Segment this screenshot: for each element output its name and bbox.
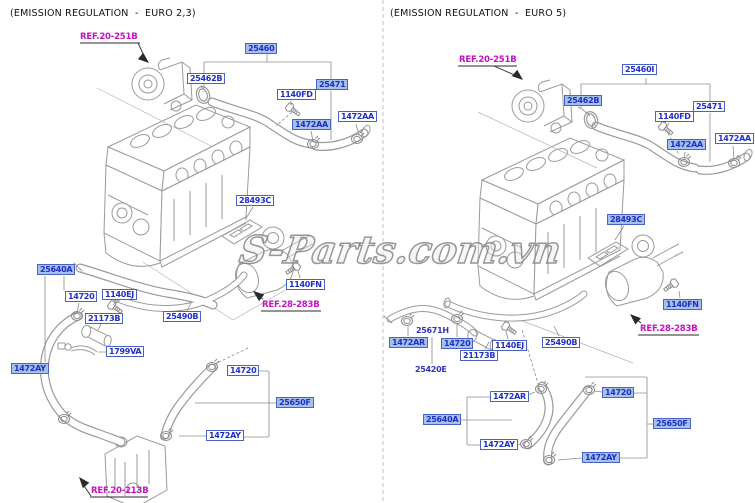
watermark: S-Parts.com.vn bbox=[236, 226, 564, 273]
part-label-1140ej-r[interactable]: 1140EJ bbox=[492, 340, 527, 351]
part-label-25420e[interactable]: 25420E bbox=[415, 365, 447, 374]
part-label-14720-1[interactable]: 14720 bbox=[65, 291, 98, 302]
part-label-25460[interactable]: 25460 bbox=[245, 43, 278, 54]
ref-label-20-251b-left[interactable]: REF.20-251B bbox=[80, 32, 138, 42]
part-label-14720-r1[interactable]: 14720 bbox=[441, 338, 474, 349]
part-label-25640a[interactable]: 25640A bbox=[37, 264, 76, 275]
part-label-25650f[interactable]: 25650F bbox=[276, 397, 314, 408]
part-label-1140fd-r[interactable]: 1140FD bbox=[655, 111, 694, 122]
section-lines-left bbox=[96, 87, 297, 321]
part-label-1472aa-2[interactable]: 1472AA bbox=[338, 111, 377, 122]
part-label-1472ay-1[interactable]: 1472AY bbox=[11, 363, 49, 374]
hoses-left bbox=[39, 97, 371, 447]
ref-arrows-right bbox=[458, 65, 699, 336]
part-label-1472ay-r1[interactable]: 1472AY bbox=[480, 439, 518, 450]
part-label-1140ej[interactable]: 1140EJ bbox=[102, 289, 137, 300]
part-label-1472aa-1[interactable]: 1472AA bbox=[292, 119, 331, 130]
part-label-21173b-r[interactable]: 21173B bbox=[460, 350, 499, 361]
part-label-25471[interactable]: 25471 bbox=[316, 79, 349, 90]
part-label-25471-r[interactable]: 25471 bbox=[693, 101, 726, 112]
part-label-14720-2[interactable]: 14720 bbox=[227, 365, 260, 376]
part-label-25650f-r[interactable]: 25650F bbox=[653, 418, 691, 429]
ref-label-28-283b-right[interactable]: REF.28-283B bbox=[640, 324, 698, 334]
panel-title-euro5: (EMISSION REGULATION - EURO 5) bbox=[390, 8, 567, 19]
part-label-28493c-r[interactable]: 28493C bbox=[607, 214, 645, 225]
hoses-right bbox=[383, 121, 753, 466]
part-label-1140fn-r[interactable]: 1140FN bbox=[663, 299, 702, 310]
part-label-1472ar-2[interactable]: 1472AR bbox=[490, 391, 529, 402]
ref-label-20-251b-right[interactable]: REF.20-251B bbox=[459, 55, 517, 65]
part-label-25462b-r[interactable]: 25462B bbox=[564, 95, 603, 106]
panel-title-euro23: (EMISSION REGULATION - EURO 2,3) bbox=[10, 8, 196, 19]
part-label-25671h[interactable]: 25671H bbox=[416, 326, 449, 335]
part-label-25490b[interactable]: 25490B bbox=[163, 311, 202, 322]
part-label-1799va[interactable]: 1799VA bbox=[106, 346, 145, 357]
part-label-1472aa-r2[interactable]: 1472AA bbox=[715, 133, 754, 144]
part-label-25640a-r[interactable]: 25640A bbox=[423, 414, 462, 425]
part-label-1472aa-r1[interactable]: 1472AA bbox=[667, 139, 706, 150]
part-label-1140fn[interactable]: 1140FN bbox=[286, 279, 325, 290]
part-label-1472ar-1[interactable]: 1472AR bbox=[389, 337, 428, 348]
ref-label-20-213b[interactable]: REF.20-213B bbox=[91, 486, 149, 496]
leader-lines-right bbox=[407, 78, 735, 461]
part-label-14720-r2[interactable]: 14720 bbox=[602, 387, 635, 398]
engine-line-art-right bbox=[477, 79, 684, 307]
o-ring-right bbox=[583, 111, 599, 129]
o-ring-left bbox=[195, 86, 211, 104]
part-label-21173b[interactable]: 21173B bbox=[85, 313, 124, 324]
ref-arrows-left bbox=[75, 42, 321, 498]
connector-21173b-left bbox=[79, 324, 114, 348]
part-label-1472ay-r2[interactable]: 1472AY bbox=[582, 452, 620, 463]
part-label-25462b[interactable]: 25462B bbox=[187, 73, 226, 84]
part-label-1472ay-2[interactable]: 1472AY bbox=[206, 430, 244, 441]
ref-label-28-283b-left[interactable]: REF.28-283B bbox=[262, 300, 320, 310]
part-label-25460i[interactable]: 25460I bbox=[622, 64, 658, 75]
part-label-28493c[interactable]: 28493C bbox=[236, 195, 274, 206]
part-label-1140fd[interactable]: 1140FD bbox=[277, 89, 316, 100]
part-label-25490b-r[interactable]: 25490B bbox=[542, 337, 581, 348]
sensor-1799va-left bbox=[57, 342, 98, 356]
